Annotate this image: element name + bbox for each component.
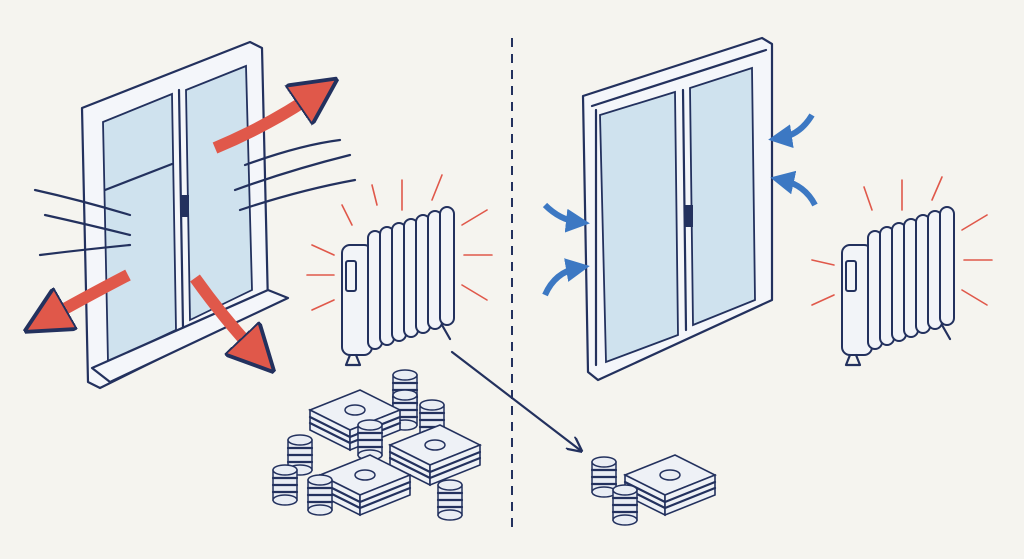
draft-lines (33, 138, 357, 257)
insulated-window (581, 36, 774, 382)
radiator-right (811, 176, 993, 367)
money-pile-small (590, 453, 717, 527)
savings-arrow (450, 350, 580, 450)
money-pile-large (271, 368, 482, 522)
heat-loss-arrows (45, 92, 318, 355)
leaky-window (80, 40, 290, 390)
insulation-arrows (542, 113, 818, 297)
radiator-left (306, 174, 493, 367)
